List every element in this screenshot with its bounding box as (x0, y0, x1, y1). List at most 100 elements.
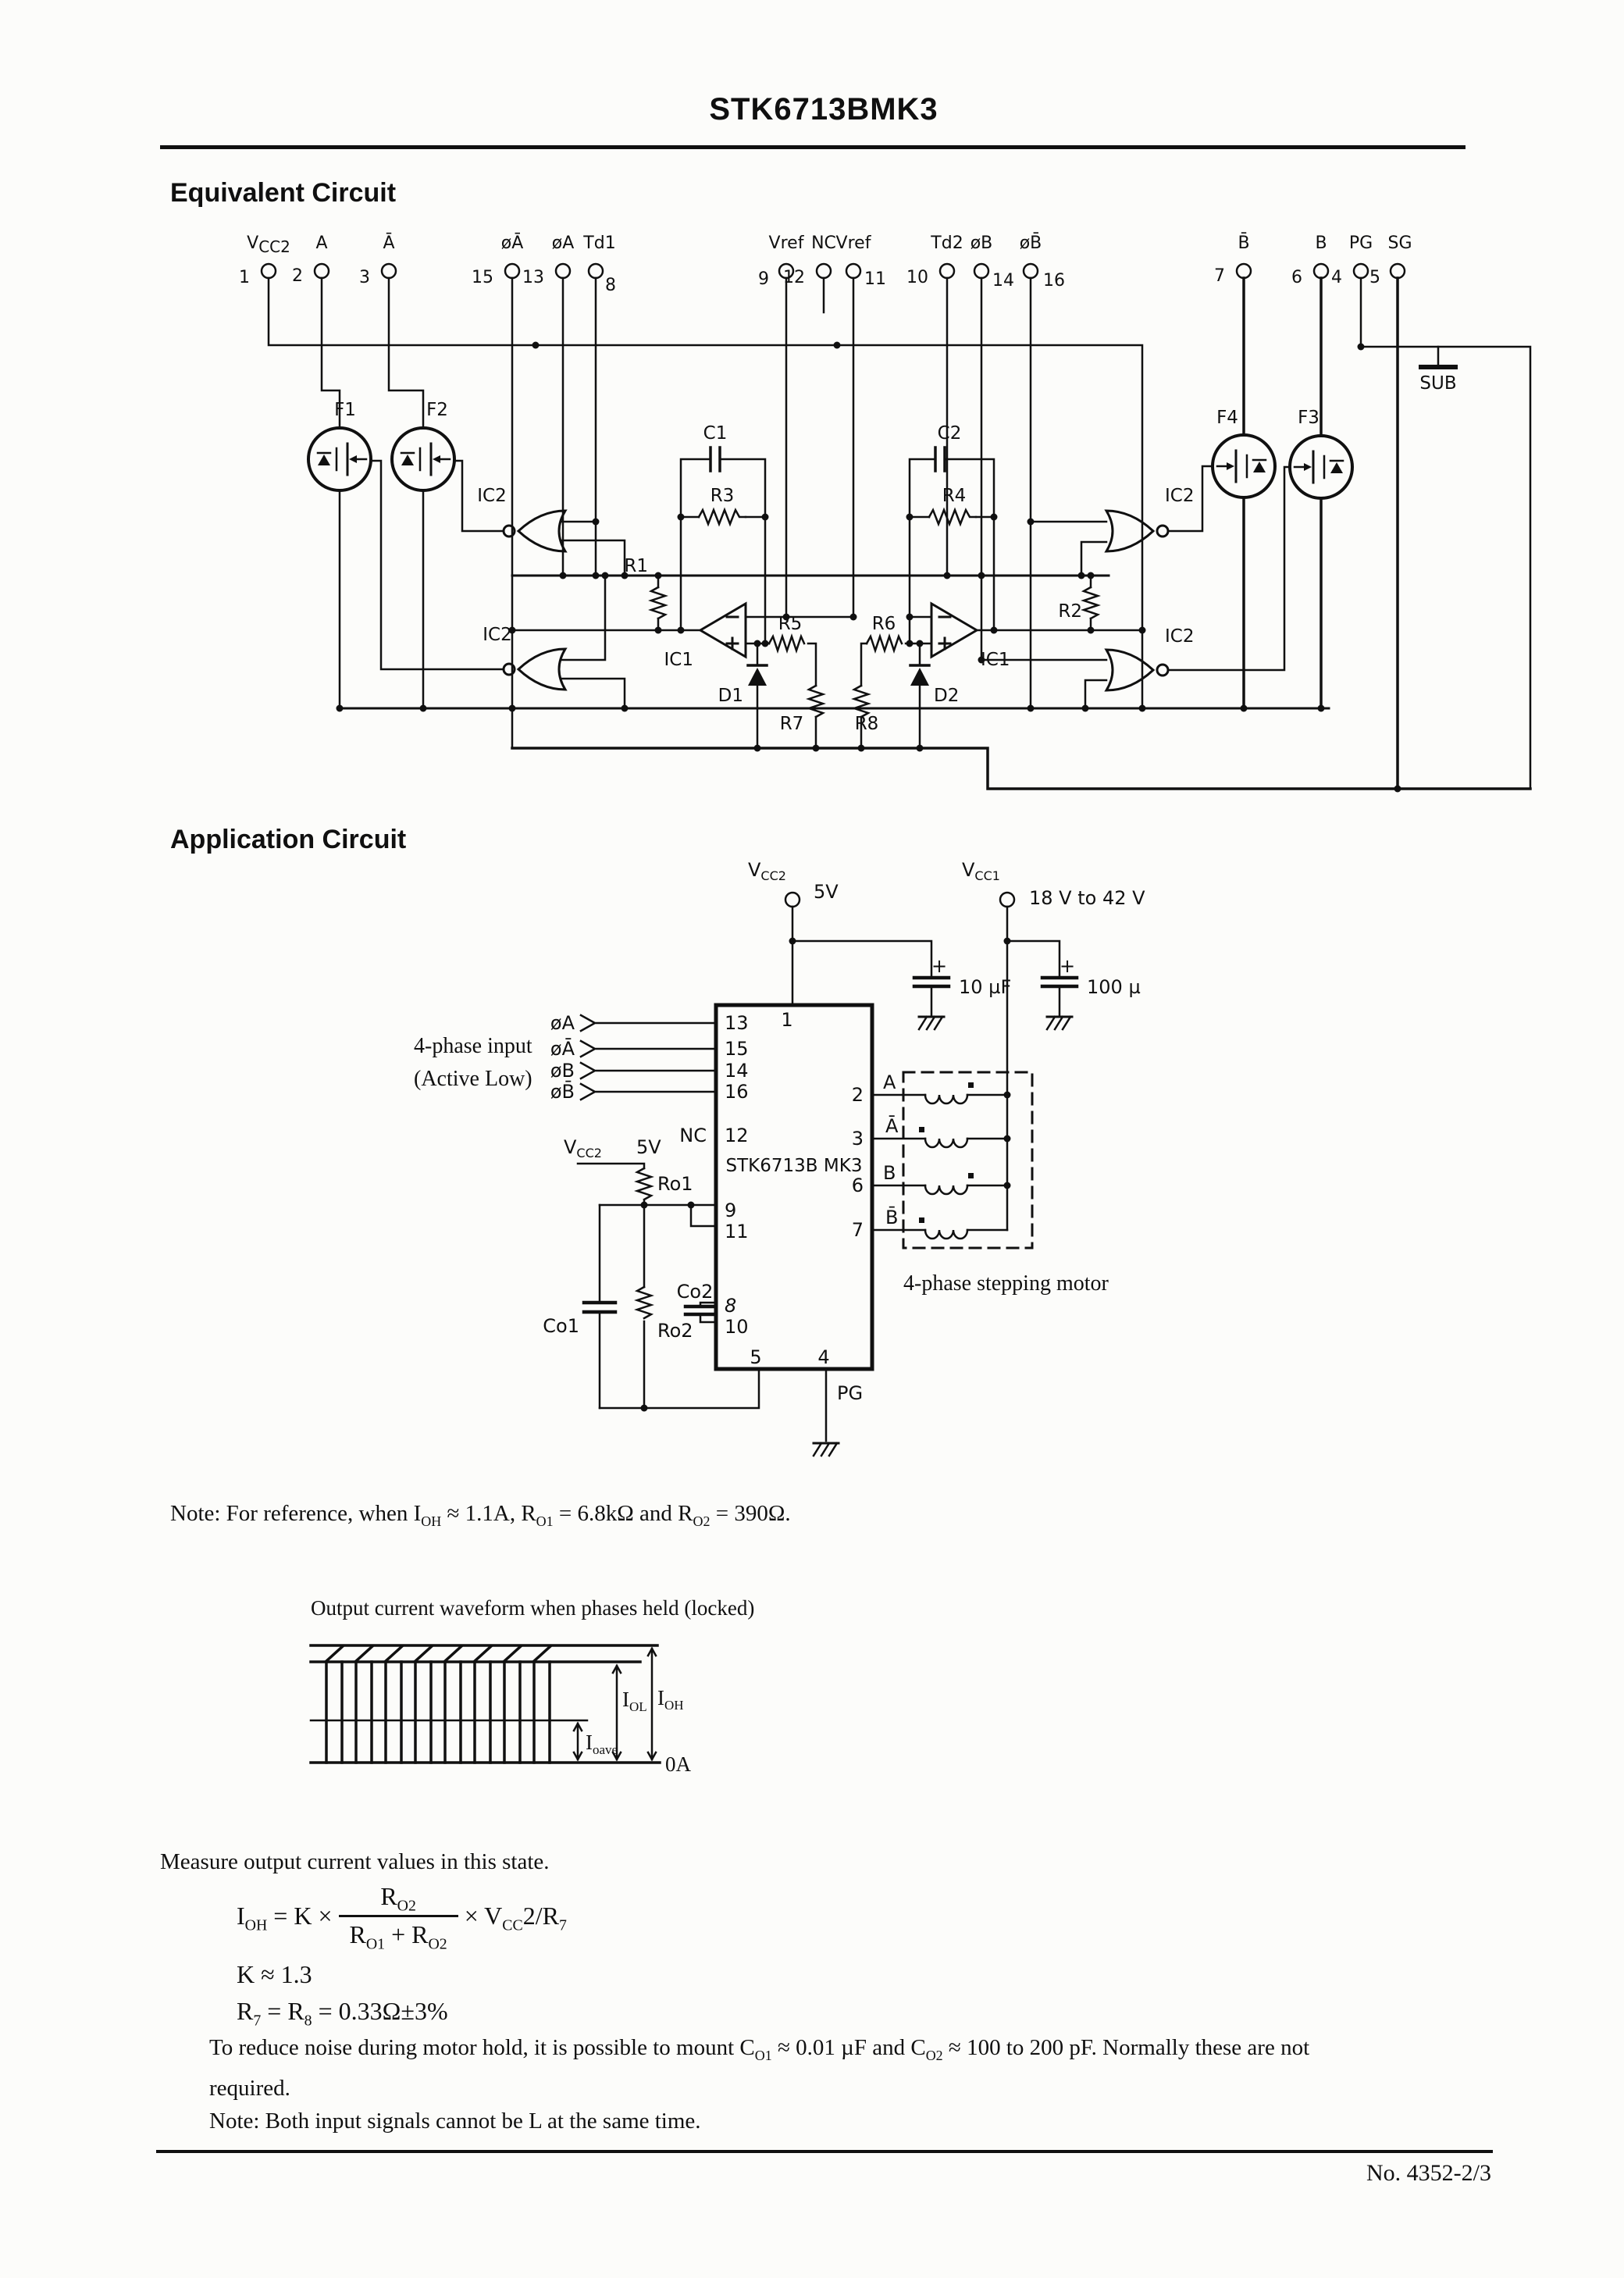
resistor-symbols (648, 507, 1101, 718)
noise-text-line2: required. (209, 2076, 290, 2102)
pin-label-vcc2: VCC2 (247, 234, 290, 256)
waveform-label-ioh-sub: OH (664, 1698, 684, 1713)
formula-rhs: × VCC2/R7 (465, 1901, 567, 1933)
inputs-caption-line2: (Active Low) (414, 1067, 532, 1091)
note-ref-sub: O1 (536, 1513, 554, 1529)
noise-text: ≈ 0.01 µF and C (771, 2035, 926, 2060)
ic-pin-11: 11 (725, 1221, 749, 1242)
label-f1: F1 (334, 400, 356, 420)
label-co2: Co2 (677, 1281, 714, 1303)
resistor-r5 (767, 633, 806, 654)
vcc2b-label-main: V (564, 1136, 577, 1158)
output-label-b: B (883, 1162, 896, 1184)
note-ref-text: = 6.8kΩ and R (553, 1501, 693, 1526)
formula-sub: 7 (253, 2012, 262, 2030)
label-pg: PG (837, 1382, 863, 1404)
note-ref-text: = 390Ω. (710, 1501, 791, 1526)
capacitor-co1-symbol (582, 1300, 618, 1314)
label-ic2: IC2 (477, 486, 506, 506)
app-output-wires (871, 1093, 1009, 1232)
ic-pin-16: 16 (725, 1081, 749, 1103)
label-r4: R4 (942, 486, 967, 506)
pin-number: 1 (239, 268, 250, 287)
mosfet-f2-symbol (390, 426, 456, 492)
pin-label-b: B (1315, 234, 1327, 253)
waveform-label-ioave: Ioave (586, 1731, 618, 1757)
diode-d1-symbol (746, 664, 768, 686)
vcc2-label: VCC2 (748, 859, 786, 883)
waveform-label-iol-sub: OL (629, 1699, 647, 1714)
measure-statement: Measure output current values in this st… (160, 1849, 550, 1874)
pin-label-td1: Td1 (582, 234, 615, 253)
page-title: STK6713BMK3 (709, 92, 938, 127)
pin-label-a-bar: Ā (383, 234, 394, 253)
plus-sign: + (1060, 955, 1075, 977)
pin-label-vcc2-sub: CC2 (258, 237, 290, 256)
eq-component-labels: F1 F2 F4 F3 IC2 IC2 IC2 IC2 IC1 IC1 C1 C… (334, 373, 1457, 734)
formula-sub: 7 (558, 1916, 567, 1934)
pin-label-vcc2-main: V (247, 234, 258, 253)
pin-label-b-bar: B̄ (1238, 233, 1249, 253)
pin-label-vref-11: Vref (836, 234, 872, 253)
noise-text: To reduce noise during motor hold, it is… (209, 2035, 755, 2060)
formula-lhs: IOH = K × (237, 1902, 333, 1933)
label-c1: C1 (703, 423, 728, 444)
waveform-label-iol: IOL (622, 1688, 647, 1714)
label-ro1: Ro1 (657, 1173, 693, 1195)
pin-label-phi-a: øA (552, 234, 575, 253)
vcc1-terminal (999, 891, 1016, 908)
section-heading-application: Application Circuit (170, 825, 407, 854)
resistor-r6 (865, 633, 903, 654)
capacitor-100u-symbol (1040, 975, 1079, 989)
pin-number: 8 (605, 276, 616, 295)
app-junction-dots (640, 937, 1011, 1412)
pin-label-sg: SG (1387, 234, 1412, 253)
resistor-r2 (1081, 586, 1101, 620)
vcc1-label: VCC1 (962, 859, 1000, 883)
noise-sub: O1 (754, 2047, 772, 2063)
pin-number: 6 (1291, 268, 1302, 287)
noise-text: ≈ 100 to 200 pF. Normally these are not (942, 2035, 1310, 2060)
plus-sign: + (931, 955, 947, 977)
application-circuit-diagram: VCC2 5V VCC1 18 V to 42 V + + 10 µF 100 … (414, 859, 1145, 1457)
pin-number: 4 (1331, 268, 1342, 287)
pin-number: 14 (992, 271, 1014, 291)
ic-pin-3: 3 (852, 1128, 864, 1150)
inductor-coil-symbols (924, 1093, 969, 1240)
vcc1-label-main: V (962, 859, 975, 881)
opamp-ic1-left-icon (698, 601, 747, 659)
pin-label-pg: PG (1349, 234, 1373, 253)
waveform-label-ioh: IOH (657, 1686, 684, 1713)
ground-icon (812, 1442, 840, 1457)
fraction-denominator: RO1 + RO2 (338, 1915, 458, 1952)
waveform-label-zero: 0A (665, 1752, 692, 1776)
note-ref-text: Note: For reference, when I (170, 1501, 422, 1526)
label-c2: C2 (938, 423, 962, 444)
waveform-label-ioave-main: I (586, 1731, 593, 1754)
ic-pin-6: 6 (852, 1175, 864, 1196)
formula-block: IOH = K × RO2 RO1 + RO2 × VCC2/R7 K ≈ 1.… (237, 1882, 567, 2030)
formula-r-line: R7 = R8 = 0.33Ω±3% (237, 1997, 567, 2030)
mosfet-f3-symbol (1288, 434, 1354, 500)
vcc2-label-main: V (748, 859, 761, 881)
waveform-label-ioh-main: I (657, 1686, 664, 1709)
motor-dashed-box (902, 1071, 1034, 1250)
pin-number: 16 (1043, 271, 1065, 291)
label-ic2: IC2 (1165, 626, 1194, 647)
vcc1-label-sub: CC1 (974, 868, 1000, 883)
ic-pin-13: 13 (725, 1012, 749, 1034)
cap-10uf-value: 10 µF (959, 976, 1011, 998)
cap-100u-value: 100 µ (1087, 976, 1141, 998)
waveform-dimension-arrows (572, 1646, 657, 1762)
formula-sub: OH (244, 1916, 268, 1934)
label-r3: R3 (710, 486, 735, 506)
resistor-r4 (928, 507, 978, 527)
ic-box (714, 1003, 874, 1371)
label-f4: F4 (1216, 408, 1238, 428)
formula-ioh: IOH = K × RO2 RO1 + RO2 × VCC2/R7 (237, 1882, 567, 1952)
pin-label-phi-b-bar: øB̄ (1020, 233, 1042, 253)
formula-text: R (380, 1882, 397, 1910)
formula-text: 2/R (522, 1901, 559, 1930)
